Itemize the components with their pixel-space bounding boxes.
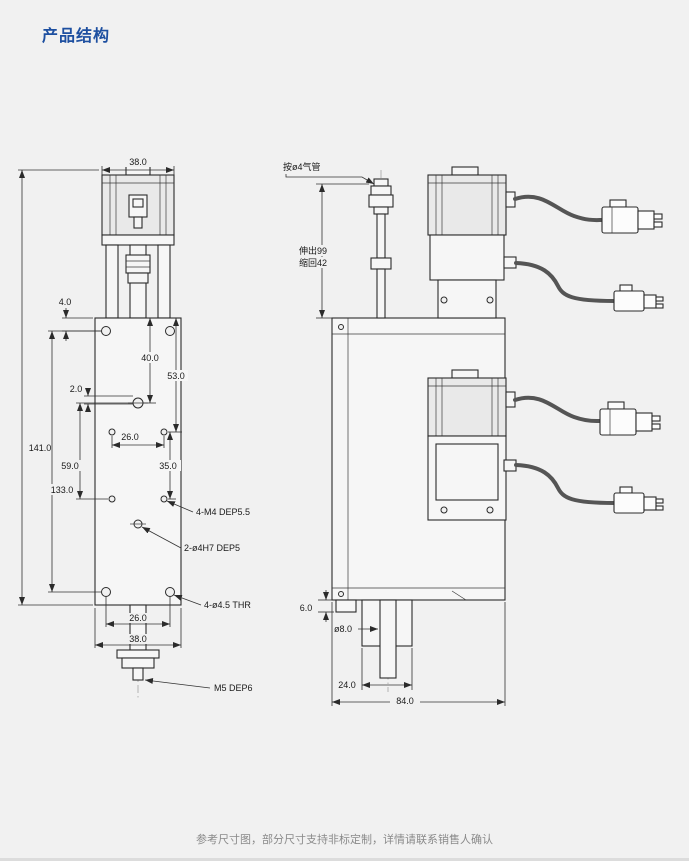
connector-1 [601, 199, 663, 234]
side-bottom [335, 599, 413, 679]
front-motor-block [101, 165, 175, 236]
side-view: 按ø4气管 伸出99 缩回42 6.0 ø8.0 [283, 161, 664, 707]
bottom-divider [0, 858, 689, 861]
front-dimensions: 38.0 141.0 133.0 59.0 [18, 157, 253, 693]
label-retract: 缩回42 [299, 257, 327, 268]
dim-133: 133.0 [51, 485, 74, 495]
side-dimensions: 按ø4气管 伸出99 缩回42 6.0 ø8.0 [283, 161, 506, 707]
label-air-tube: 按ø4气管 [283, 161, 321, 172]
connector-4 [613, 486, 664, 514]
side-motor-top [427, 166, 516, 236]
page-title: 产品结构 [42, 28, 111, 45]
callout-h7: 2-ø4H7 DEP5 [184, 543, 240, 553]
corner-hole [165, 587, 175, 597]
cables [513, 194, 616, 505]
dim-59: 59.0 [61, 461, 79, 471]
dim-53: 53.0 [167, 371, 185, 381]
dim-141: 141.0 [29, 443, 52, 453]
side-bracket-top [429, 234, 517, 319]
dim-84: 84.0 [396, 696, 414, 706]
dim-shaft-d8: ø8.0 [334, 624, 352, 634]
m4-hole [108, 428, 116, 436]
m4-hole [160, 428, 168, 436]
callout-m4: 4-M4 DEP5.5 [196, 507, 250, 517]
connector-2 [613, 284, 664, 312]
cable-4 [514, 463, 616, 505]
side-block-mid [427, 435, 517, 521]
cable-1 [513, 194, 604, 223]
m4-hole [160, 495, 168, 503]
cable-3 [513, 395, 602, 424]
corner-hole [165, 326, 175, 336]
cable-2 [514, 261, 616, 303]
air-fitting [368, 178, 394, 319]
dim-top-width: 38.0 [129, 157, 147, 167]
connector-3 [599, 401, 661, 436]
dim-26-holes: 26.0 [121, 432, 139, 442]
dim-35: 35.0 [159, 461, 177, 471]
footer-note: 参考尺寸图，部分尺寸支持非标定制，详情请联系销售人确认 [196, 834, 493, 846]
side-motor-mid [427, 369, 516, 437]
callout-thr: 4-ø4.5 THR [204, 600, 251, 610]
corner-hole [101, 326, 111, 336]
corner-hole [101, 587, 111, 597]
dim-6: 6.0 [300, 603, 313, 613]
dim-24: 24.0 [338, 680, 356, 690]
dim-40: 40.0 [141, 353, 159, 363]
dim-4: 4.0 [59, 297, 72, 307]
dim-bottom-26: 26.0 [129, 613, 147, 623]
front-view: 38.0 141.0 133.0 59.0 [18, 157, 253, 693]
front-mid-section [101, 234, 175, 319]
dim-bottom-38: 38.0 [129, 634, 147, 644]
label-extend: 伸出99 [299, 245, 327, 256]
m4-hole [108, 495, 116, 503]
dim-2: 2.0 [70, 384, 83, 394]
callout-m5: M5 DEP6 [214, 683, 253, 693]
